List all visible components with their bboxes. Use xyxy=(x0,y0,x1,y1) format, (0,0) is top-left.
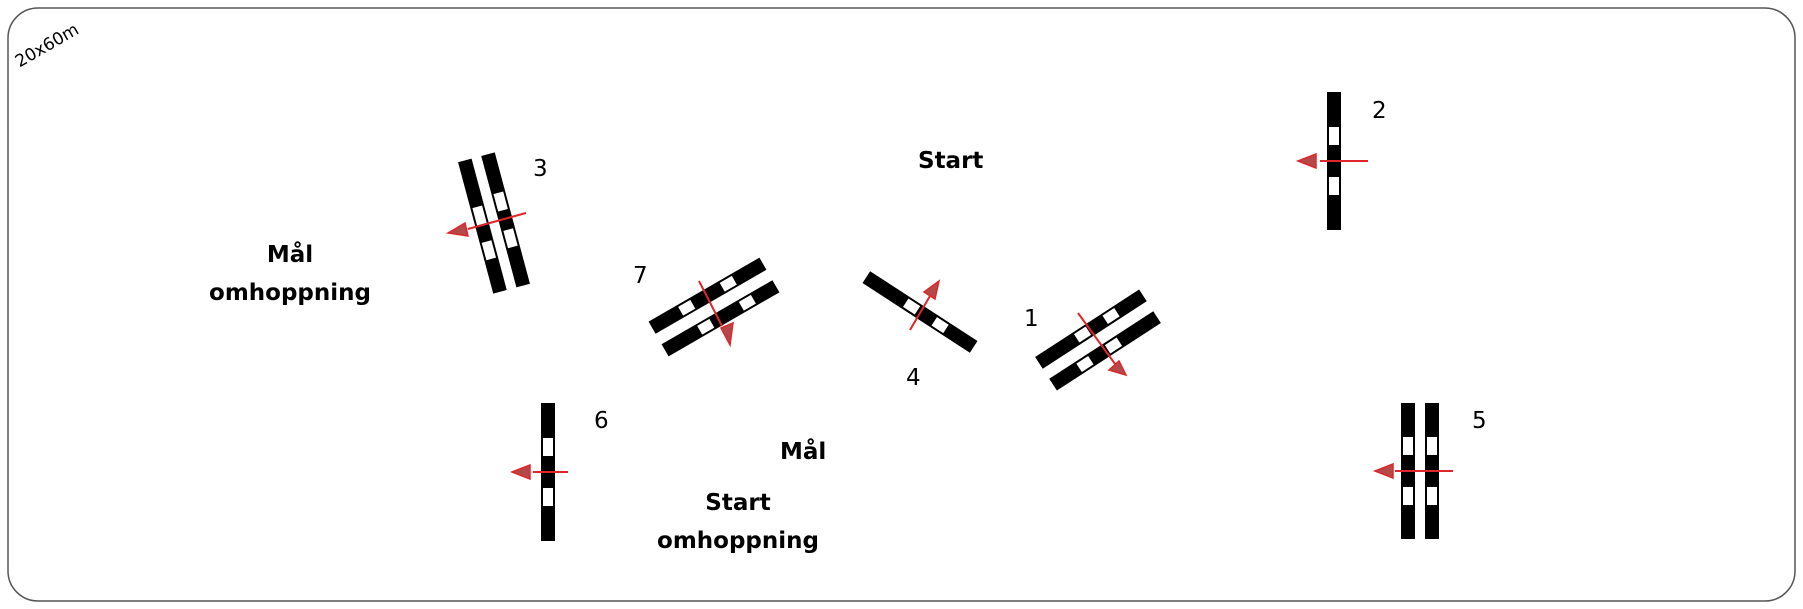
obstacle-number-5: 5 xyxy=(1472,408,1487,434)
goal-label: Mål xyxy=(780,439,827,465)
direction-arrow-2 xyxy=(1295,152,1368,170)
obstacle-number-2: 2 xyxy=(1372,98,1387,124)
goal-jumpoff-label: Mål omhoppning xyxy=(205,236,375,312)
direction-arrow-3 xyxy=(445,212,527,237)
direction-arrow-7 xyxy=(698,280,734,348)
obstacle-number-4: 4 xyxy=(906,365,921,391)
obstacle-number-7: 7 xyxy=(633,263,648,289)
obstacle-number-6: 6 xyxy=(594,408,609,434)
goal-jumpoff-line2: omhoppning xyxy=(209,280,371,306)
direction-arrow-5 xyxy=(1372,462,1453,480)
goal-jumpoff-line1: Mål xyxy=(266,242,314,268)
rail-3a xyxy=(458,158,507,294)
rail-7b xyxy=(661,280,780,357)
obstacle-3[interactable] xyxy=(458,152,530,294)
start-jumpoff-line2: omhoppning xyxy=(657,528,819,554)
direction-arrow-1 xyxy=(1077,312,1128,377)
direction-arrow-4 xyxy=(909,279,941,331)
obstacle-number-1: 1 xyxy=(1024,306,1039,332)
start-jumpoff-line1: Start xyxy=(705,490,771,516)
direction-arrow-6 xyxy=(509,463,568,481)
start-jumpoff-label: Start omhoppning xyxy=(648,484,828,560)
obstacle-number-3: 3 xyxy=(533,156,548,182)
rail-3b xyxy=(481,152,530,288)
start-label: Start xyxy=(918,148,984,174)
